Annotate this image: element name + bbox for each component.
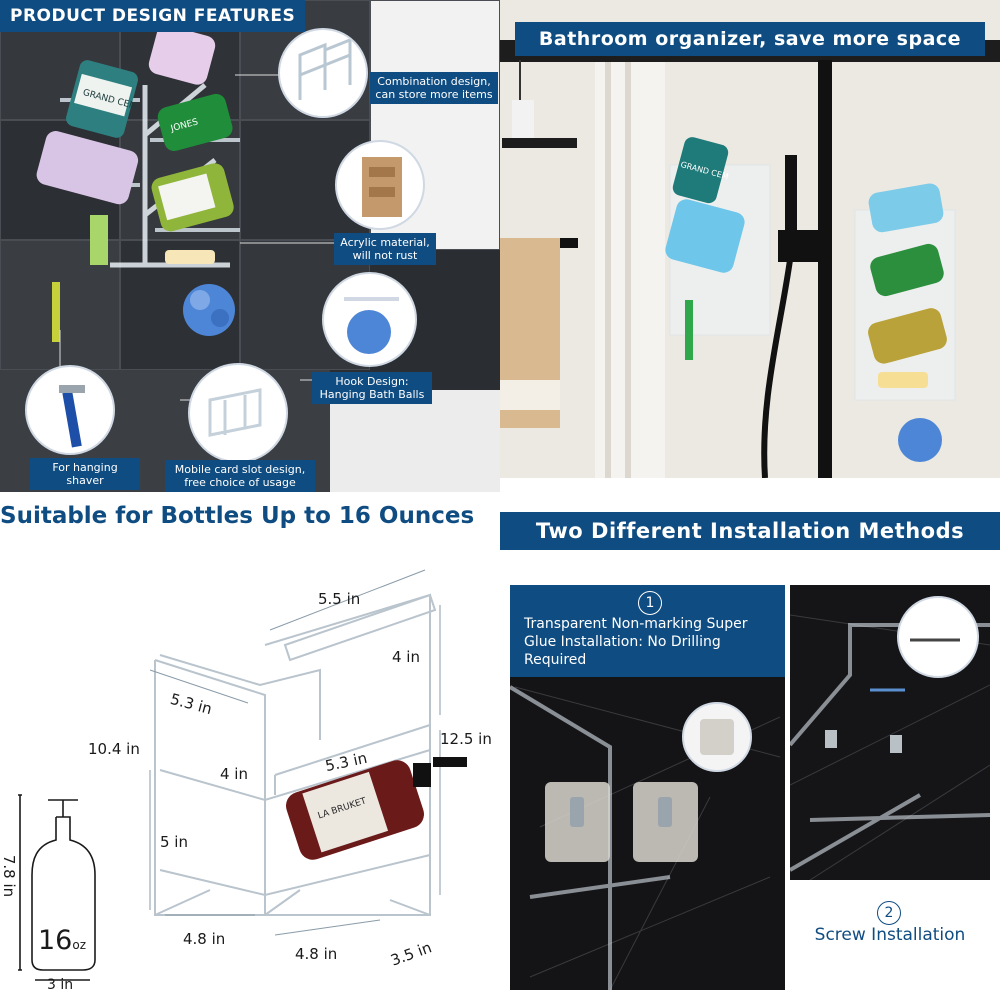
organizer-illustration: GRAND CEM JONES <box>36 25 360 401</box>
dim-height-4-mid: 4 in <box>220 765 248 783</box>
dim-base-right: 4.8 in <box>295 945 338 963</box>
dim-width-top: 5.5 in <box>318 590 361 608</box>
bathroom-scene: GRAND CEM Bathroom organizer, save more … <box>500 0 1000 478</box>
shaver-icon <box>59 385 85 448</box>
acrylic-caption: Acrylic material, will not rust <box>334 233 436 265</box>
screw-photo <box>790 585 990 880</box>
dim-height-4-top: 4 in <box>392 648 420 666</box>
organizer-title: Bathroom organizer, save more space <box>515 22 985 56</box>
method2-card <box>790 880 990 990</box>
combination-caption: Combination design, can store more items <box>370 72 498 104</box>
dim-height-5: 5 in <box>160 833 188 851</box>
method2-text: Screw Installation <box>814 925 966 945</box>
method1-number: 1 <box>638 591 662 615</box>
acrylic-icon <box>362 157 402 217</box>
slot-caption: Mobile card slot design, free choice of … <box>165 460 315 492</box>
shaver-caption: For hanging shaver <box>30 458 140 490</box>
method1-text: Transparent Non-marking Super Glue Insta… <box>524 616 748 668</box>
acrylic-circle <box>335 140 425 230</box>
bottle-capacity-number: 16 <box>38 925 73 956</box>
bathroom-photo: GRAND CEM <box>500 0 1000 478</box>
shaver-circle <box>25 365 115 455</box>
card-slot-icon <box>208 388 262 437</box>
organizer-dimension-drawing: LA BRUKET <box>18 569 467 981</box>
method2-number: 2 <box>877 901 901 925</box>
dimensions-title: Suitable for Bottles Up to 16 Ounces <box>0 503 475 529</box>
combination-icon <box>298 37 352 100</box>
dim-bottle-height: 7.8 in <box>0 854 19 898</box>
features-panel: GRAND CEM JONES PRODUCT DESIGN FEATURES … <box>0 0 500 492</box>
installation-panel: Two Different Installation Methods 1 Tra… <box>500 495 1000 1000</box>
bottle-capacity: 16oz <box>38 925 86 956</box>
dim-height-total-right: 12.5 in <box>440 730 492 748</box>
method1-panel: 1 Transparent Non-marking Super Glue Ins… <box>510 585 785 990</box>
dim-height-total-left: 10.4 in <box>88 740 140 758</box>
bath-ball-icon <box>344 297 399 354</box>
method2-panel: 2 Screw Installation <box>790 585 990 990</box>
dim-base-left: 4.8 in <box>183 930 226 948</box>
features-title: PRODUCT DESIGN FEATURES <box>0 0 305 32</box>
installation-title: Two Different Installation Methods <box>500 512 1000 550</box>
hook-circle <box>322 272 417 367</box>
hook-caption: Hook Design: Hanging Bath Balls <box>312 372 432 404</box>
glue-hook-photo <box>510 677 785 990</box>
bottle-outline <box>18 794 96 981</box>
dimension-bottle: LA BRUKET <box>286 757 467 860</box>
combination-circle <box>278 28 368 118</box>
slot-circle <box>188 363 288 463</box>
bottle-capacity-unit: oz <box>72 938 86 952</box>
dimensions-panel: Suitable for Bottles Up to 16 Ounces <box>0 495 500 1000</box>
dim-bottle-width: 3 in <box>47 977 74 993</box>
